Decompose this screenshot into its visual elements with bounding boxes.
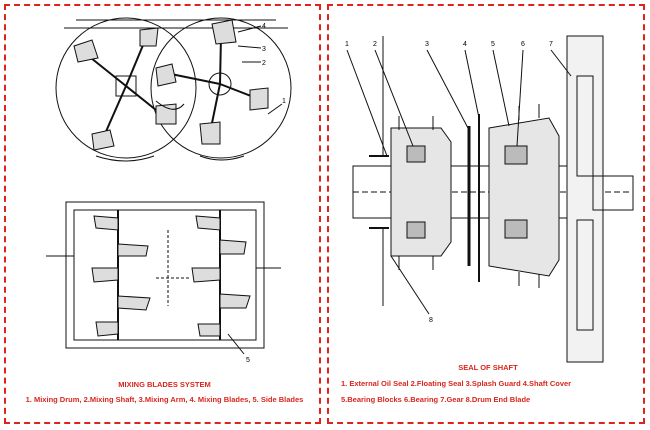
left-callout-1: 1 xyxy=(282,98,286,105)
plan-view-outline xyxy=(65,201,265,349)
plan-blades xyxy=(91,215,251,337)
shaft-seal-legend-line-1: 1. External Oil Seal 2.Floating Seal 3.S… xyxy=(341,379,572,388)
shaft-seal-title: SEAL OF SHAFT xyxy=(458,363,518,372)
shaft-seal-panel: 1 2 3 4 5 6 7 8 SEAL OF SHAFT 1. Externa… xyxy=(327,4,645,424)
right-callout-7: 7 xyxy=(549,41,553,48)
left-blades xyxy=(73,27,177,151)
right-callout-2: 2 xyxy=(373,41,377,48)
right-callout-1: 1 xyxy=(345,41,349,48)
mixing-blades-title: MIXING BLADES SYSTEM xyxy=(118,380,211,389)
shaft-seal-legend-line-2: 5.Bearing Blocks 6.Bearing 7.Gear 8.Drum… xyxy=(341,395,531,404)
bearing-block xyxy=(488,117,560,277)
flow-arrow xyxy=(155,100,185,110)
right-callout-6: 6 xyxy=(521,41,525,48)
left-drum-circle xyxy=(55,17,197,159)
gear xyxy=(566,35,604,363)
rotation-arrow-right xyxy=(199,155,245,161)
right-callout-4: 4 xyxy=(463,41,467,48)
mixing-blades-panel: 4 3 2 1 5 MIXING BLADES SYSTEM 1. Mixing… xyxy=(4,4,321,424)
left-callout-5: 5 xyxy=(246,357,250,364)
right-callout-8: 8 xyxy=(429,317,433,324)
rotation-arrow-left xyxy=(95,155,155,162)
floating-seal xyxy=(406,145,426,163)
right-arms xyxy=(170,35,257,129)
left-callout-4: 4 xyxy=(262,23,266,30)
right-callout-5: 5 xyxy=(491,41,495,48)
left-callout-2: 2 xyxy=(262,60,266,67)
shaft-end xyxy=(592,175,634,211)
left-callout-3: 3 xyxy=(262,46,266,53)
right-callout-3: 3 xyxy=(425,41,429,48)
shaft-seal-drawing: 1 2 3 4 5 6 7 8 xyxy=(345,35,634,363)
bearing xyxy=(504,145,528,165)
mixing-blades-drawing: 4 3 2 1 5 xyxy=(46,17,292,364)
mixing-blades-legend: 1. Mixing Drum, 2.Mixing Shaft, 3.Mixing… xyxy=(25,395,304,404)
right-drum-circle xyxy=(150,17,292,159)
right-blades xyxy=(155,19,269,145)
